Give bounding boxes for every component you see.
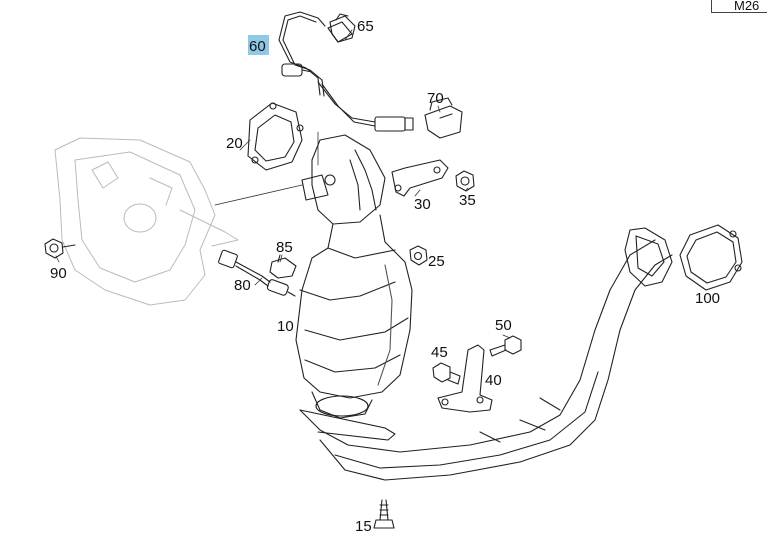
callout-45: 45 [431, 344, 448, 361]
callout-90: 90 [50, 265, 67, 282]
callout-40: 40 [485, 372, 502, 389]
bracket-40 [437, 344, 493, 413]
callout-80: 80 [234, 277, 251, 294]
diagram-code-box: M26 [711, 0, 767, 13]
callout-labels: 60 65 70 20 30 35 85 25 90 80 10 100 50 … [50, 18, 720, 535]
oxygen-sensor-80 [218, 249, 296, 297]
exhaust-pipe [299, 227, 673, 481]
bracket-30 [391, 159, 449, 197]
gasket-100 [679, 224, 743, 291]
callout-15: 15 [355, 518, 372, 535]
callout-70: 70 [427, 90, 444, 107]
highlighted-callout-background [248, 35, 269, 55]
callout-35: 35 [459, 192, 476, 209]
diagram-code: M26 [734, 0, 760, 13]
oxygen-sensor-60 [278, 11, 414, 132]
callout-30: 30 [414, 196, 431, 213]
bolt-90 [44, 238, 76, 259]
callout-65: 65 [357, 18, 374, 35]
clip-65 [329, 13, 356, 43]
gasket-20 [247, 102, 304, 171]
bolt-15 [373, 499, 395, 529]
callout-85: 85 [276, 239, 293, 256]
bolt-45 [432, 362, 461, 385]
callout-60: 60 [249, 38, 266, 55]
callout-10: 10 [277, 318, 294, 335]
clip-85 [269, 254, 297, 279]
callout-50: 50 [495, 317, 512, 334]
holder-70 [424, 97, 463, 139]
nut-35 [455, 170, 475, 192]
callout-20: 20 [226, 135, 243, 152]
nut-25 [409, 245, 428, 266]
leader-lines [55, 29, 511, 339]
callout-25: 25 [428, 253, 445, 270]
catalytic-converter-10 [295, 134, 413, 419]
callout-100: 100 [695, 290, 720, 307]
bolt-50 [489, 335, 522, 357]
exhaust-manifold-ghost [54, 137, 239, 306]
